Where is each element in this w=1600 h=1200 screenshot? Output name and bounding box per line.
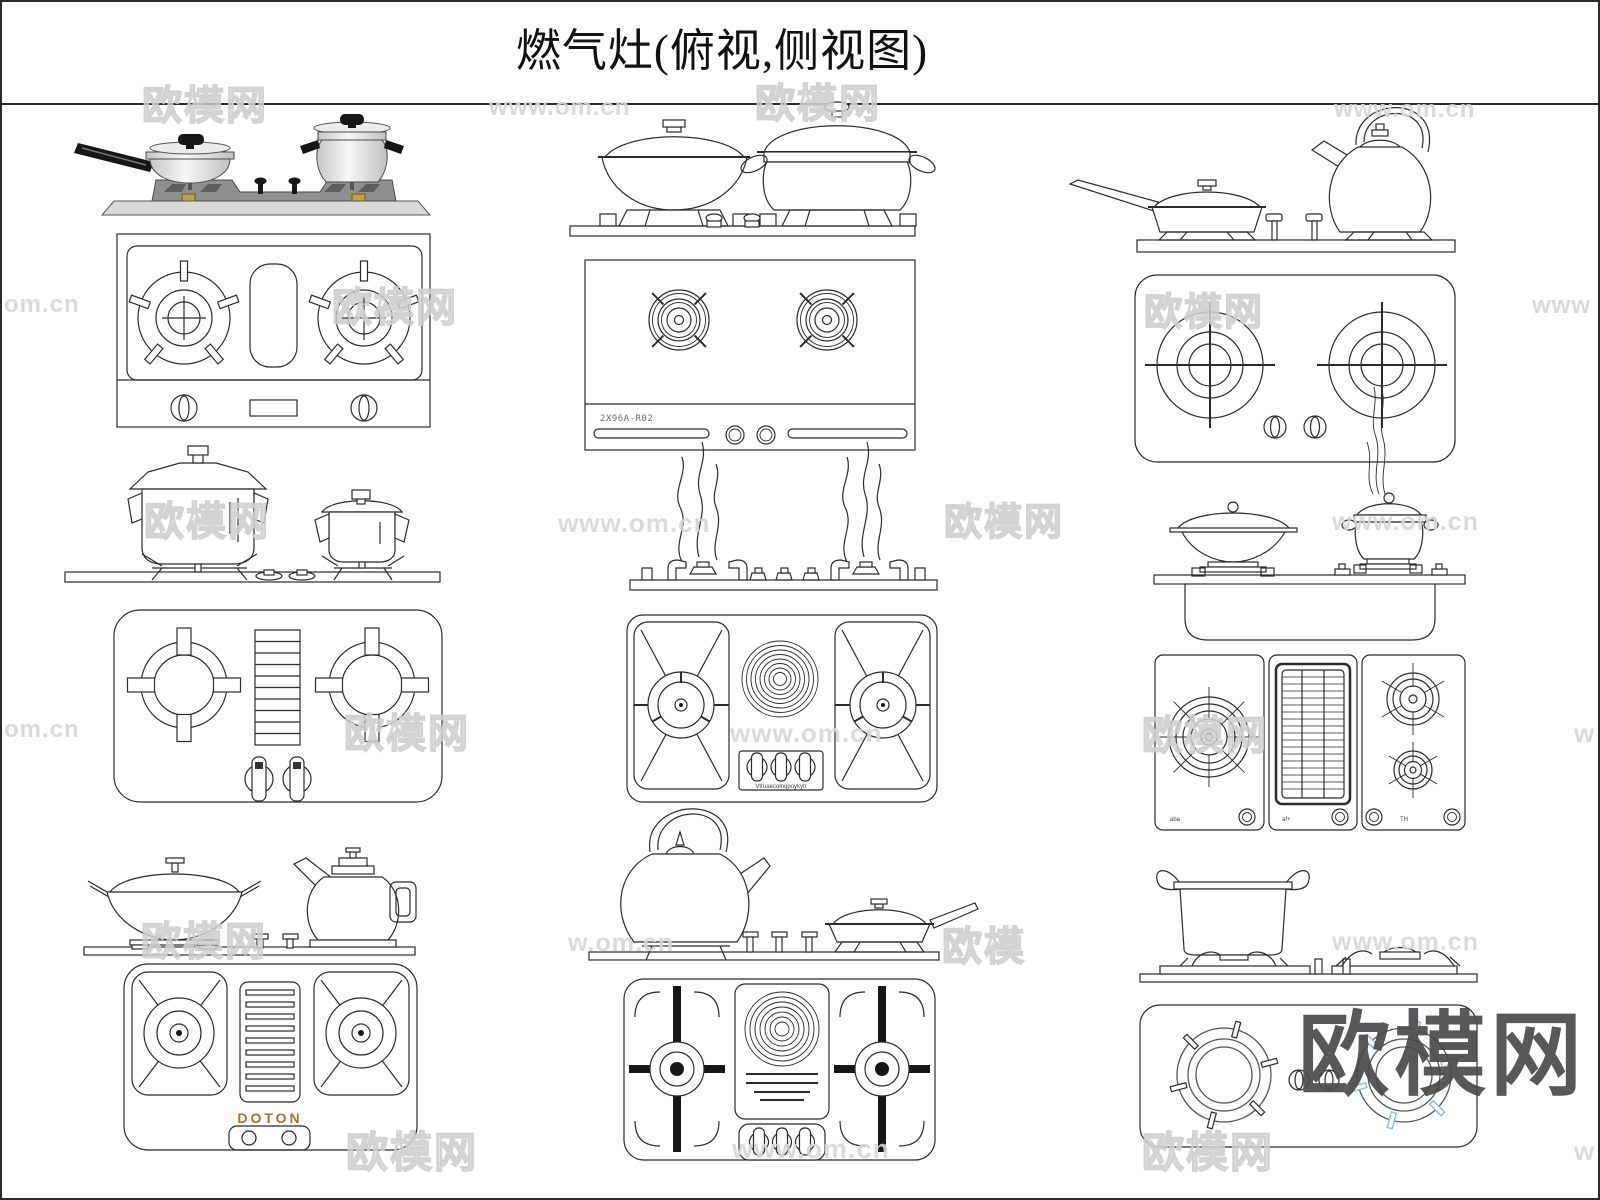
soup-pot xyxy=(300,114,404,190)
right-gas-zone xyxy=(834,621,931,790)
kettle xyxy=(620,808,771,961)
stove-1-side-view xyxy=(74,114,432,216)
doton-brand-label: DOTON xyxy=(237,1110,302,1126)
stove-8-top-view xyxy=(623,978,936,1161)
steam-lines xyxy=(1366,386,1386,495)
saucepan xyxy=(74,134,235,190)
big-site-watermark: 欧模网 xyxy=(1298,1005,1587,1107)
stove-6-group: aba xyxy=(1153,386,1466,831)
burner-right xyxy=(308,260,420,365)
burner-left xyxy=(128,260,240,365)
stove-9-group xyxy=(1139,870,1478,1148)
burner-right xyxy=(314,627,430,743)
stove-8-group xyxy=(588,808,979,1161)
burner-left xyxy=(131,971,228,1096)
module-grill: af+ xyxy=(1268,654,1358,831)
burner-left xyxy=(126,627,242,743)
burner-right xyxy=(1317,302,1447,428)
stove-3-group xyxy=(1068,107,1456,463)
left-gas-zone xyxy=(633,621,730,790)
module-double-burner: TH xyxy=(1361,654,1466,831)
empty-trivet xyxy=(1335,946,1461,967)
stove-5-group: Vtruaecolnqpoykytr xyxy=(626,441,938,803)
electric-coil xyxy=(741,640,819,718)
module-right-label: TH xyxy=(1400,817,1408,823)
stove-6-top-view: aba xyxy=(1154,654,1466,831)
burner-left xyxy=(1169,1020,1279,1130)
stove-7-top-view: DOTON xyxy=(123,963,418,1151)
stove-2-group: 2X96A-R02 xyxy=(569,101,936,451)
module-single-burner: aba xyxy=(1154,654,1265,831)
burner-left xyxy=(648,289,710,351)
panel-text: Vtruaecolnqpoykytr xyxy=(755,784,806,790)
stove-9-top-view xyxy=(1139,1004,1478,1148)
center-vent-grill xyxy=(254,629,301,746)
burner-right xyxy=(834,986,930,1152)
page-title: 燃气灶(俯视,侧视图) xyxy=(515,26,929,76)
stock-pot xyxy=(740,101,936,211)
model-number-label: 2X96A-R02 xyxy=(600,414,653,424)
burner-left xyxy=(1145,302,1275,428)
stove-1-top-view xyxy=(116,233,431,428)
wok xyxy=(598,119,750,211)
burner-left xyxy=(629,986,725,1152)
stove-3-top-view xyxy=(1134,274,1456,463)
stove-1-knobs-side xyxy=(254,177,301,194)
stove-6-side-view xyxy=(1153,386,1466,641)
stove-5-top-view: Vtruaecolnqpoykytr xyxy=(626,614,938,803)
title-divider xyxy=(2,103,1598,105)
kettle xyxy=(1310,107,1432,233)
stove-3-side-view xyxy=(1068,107,1456,253)
control-panel xyxy=(738,1123,826,1161)
frying-pan xyxy=(1068,179,1266,233)
burner-right xyxy=(796,289,858,351)
stove-7-group: DOTON xyxy=(83,847,418,1151)
stove-9-side-view xyxy=(1139,870,1478,983)
wok xyxy=(1169,501,1298,577)
stove-4-group xyxy=(64,445,443,803)
stove-8-side-view xyxy=(588,808,979,961)
module-left-label: aba xyxy=(1170,817,1181,823)
electric-coil-module xyxy=(734,983,830,1120)
burner-right xyxy=(313,971,410,1096)
stove-2-top-view: 2X96A-R02 xyxy=(584,259,916,451)
burner-right xyxy=(1349,1020,1459,1130)
center-vent-grill xyxy=(239,981,301,1103)
pot xyxy=(1156,870,1310,967)
stove-2-side-view xyxy=(569,101,936,237)
stove-4-side-view xyxy=(64,445,441,583)
stove-4-top-view xyxy=(113,609,443,803)
stove-1-group xyxy=(74,114,432,428)
frying-pan xyxy=(825,898,979,953)
wok xyxy=(87,857,262,950)
pot xyxy=(1341,492,1439,574)
stove-5-side-view xyxy=(629,441,938,591)
control-panel: Vtruaecolnqpoykytr xyxy=(738,750,824,791)
module-center-label: af+ xyxy=(1282,817,1291,823)
steam-lines xyxy=(677,441,883,563)
small-pot xyxy=(314,489,410,581)
stove-7-side-view xyxy=(83,847,417,956)
large-pot xyxy=(127,445,269,581)
teapot xyxy=(292,847,417,948)
